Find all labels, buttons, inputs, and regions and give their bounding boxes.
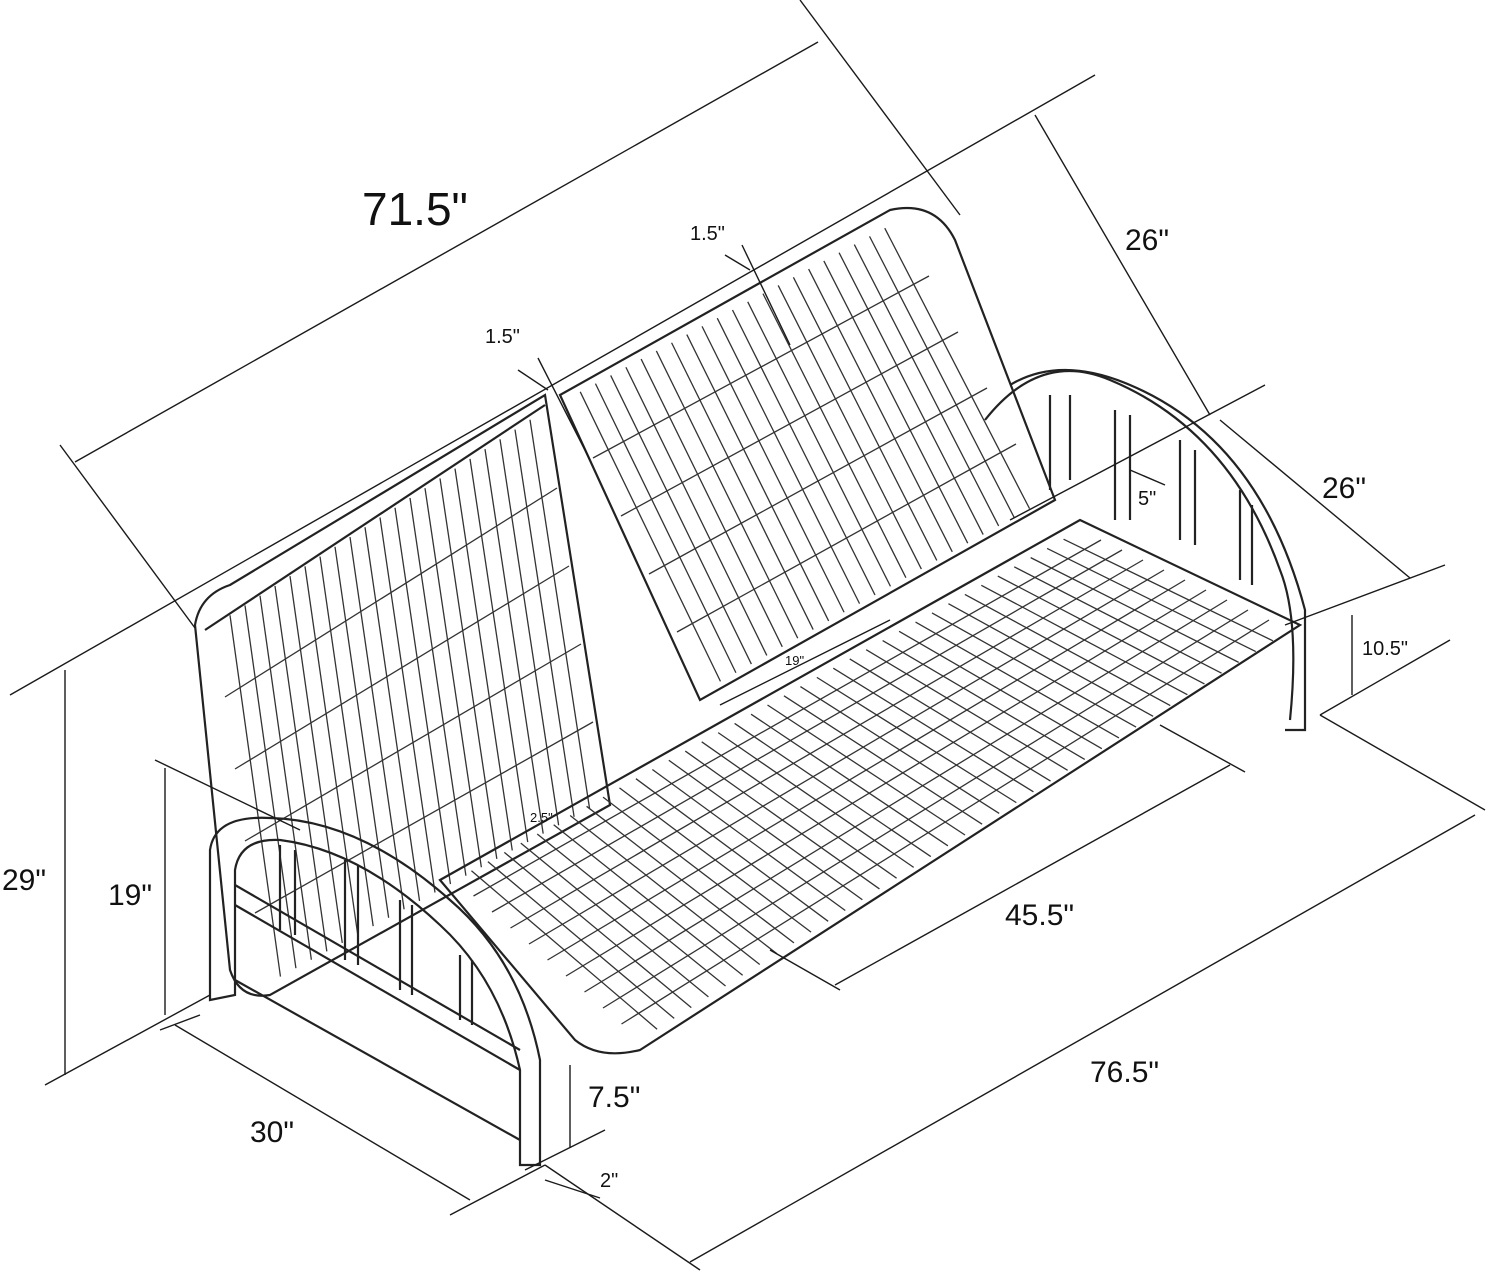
label-arm-depth: 26" [1322,472,1366,505]
label-depth: 30" [250,1116,294,1149]
wire-cross [602,609,1249,1009]
wire-cross [565,589,1207,977]
wire-cross [510,559,1144,929]
wire-slat [259,595,313,960]
wire-slat [499,439,560,826]
dimension-lines [9,0,1486,1271]
back-panel-left [193,393,612,997]
wire-cross [528,569,1165,945]
label-length-back: 71.5" [362,183,468,235]
wire-slat [823,260,969,544]
wire-slat [334,546,390,918]
wire-slat [454,468,513,851]
label-arm-height: 10.5" [1362,638,1408,660]
wire-slat [594,383,737,674]
label-back-slat-gap-2: 1.5" [690,223,725,245]
wire-slat [579,391,722,682]
wire-slat [349,536,405,910]
label-leg-clearance: 7.5" [588,1081,640,1114]
wire-slat [853,244,1000,527]
wire-slat [274,585,328,952]
wire-slat [304,566,359,935]
wire-cross [254,721,594,914]
label-back-height: 26" [1125,224,1169,257]
wire-slat [792,276,938,561]
wire-slat [610,375,752,665]
seat-deck [438,518,1303,1055]
wire-slat [747,301,892,587]
wire-cross [621,619,1270,1025]
label-arm-offset: 5" [1138,488,1156,510]
label-seat-width: 45.5" [1005,899,1074,932]
wire-slat [484,448,544,834]
wire-cross [648,387,988,575]
left-arm [208,816,542,1167]
wire-slat [671,342,814,630]
wire-slat [625,366,768,656]
wire-cross [620,331,959,517]
wire-slat [229,615,282,977]
wire-slat [762,293,907,579]
label-total-height: 29" [2,864,46,897]
wire-slat [319,556,374,927]
wire-slat [379,517,436,893]
wire-slat [424,488,483,868]
wire-slat [777,285,922,570]
wire-cross [224,487,558,698]
wire-slat [469,458,529,843]
wire-slat [701,326,845,613]
wire-slat [244,605,297,969]
label-seat-height: 19" [108,879,152,912]
wire-slat [808,268,953,553]
wire-cross [547,579,1186,961]
wire-cross [473,539,1102,897]
wire-cross [491,549,1123,913]
label-total-length: 76.5" [1090,1056,1159,1089]
wire-slat [289,576,343,944]
wire-cross [592,275,930,459]
label-inner-depth: 19" [785,653,804,668]
wire-slat [838,252,984,535]
wire-slat [884,227,1031,509]
wire-slat [514,429,575,817]
wire-slat [868,236,1015,518]
label-leg-width: 2" [600,1170,618,1192]
back-panel-right [558,206,1057,702]
label-hinge-gap: 2.5" [530,810,553,825]
wire-slat [716,317,861,604]
wire-slat [409,497,467,876]
wire-slat [731,309,876,596]
wire-cross [244,643,582,842]
wire-slat [529,419,591,809]
label-back-slat-gap-1: 1.5" [485,326,520,348]
wire-cross [676,443,1017,633]
wire-slat [439,478,498,859]
dimension-labels: 71.5" 26" 1.5" 1.5" 26" 5" 10.5" 19" 29"… [2,183,1408,1192]
wire-slat [364,527,421,902]
wire-cross [234,565,570,770]
wire-cross [584,599,1228,993]
wire-slat [686,334,830,622]
wire-slat [394,507,452,885]
right-arm [984,368,1307,732]
wire-slat [640,358,783,648]
wire-slat [655,350,799,639]
